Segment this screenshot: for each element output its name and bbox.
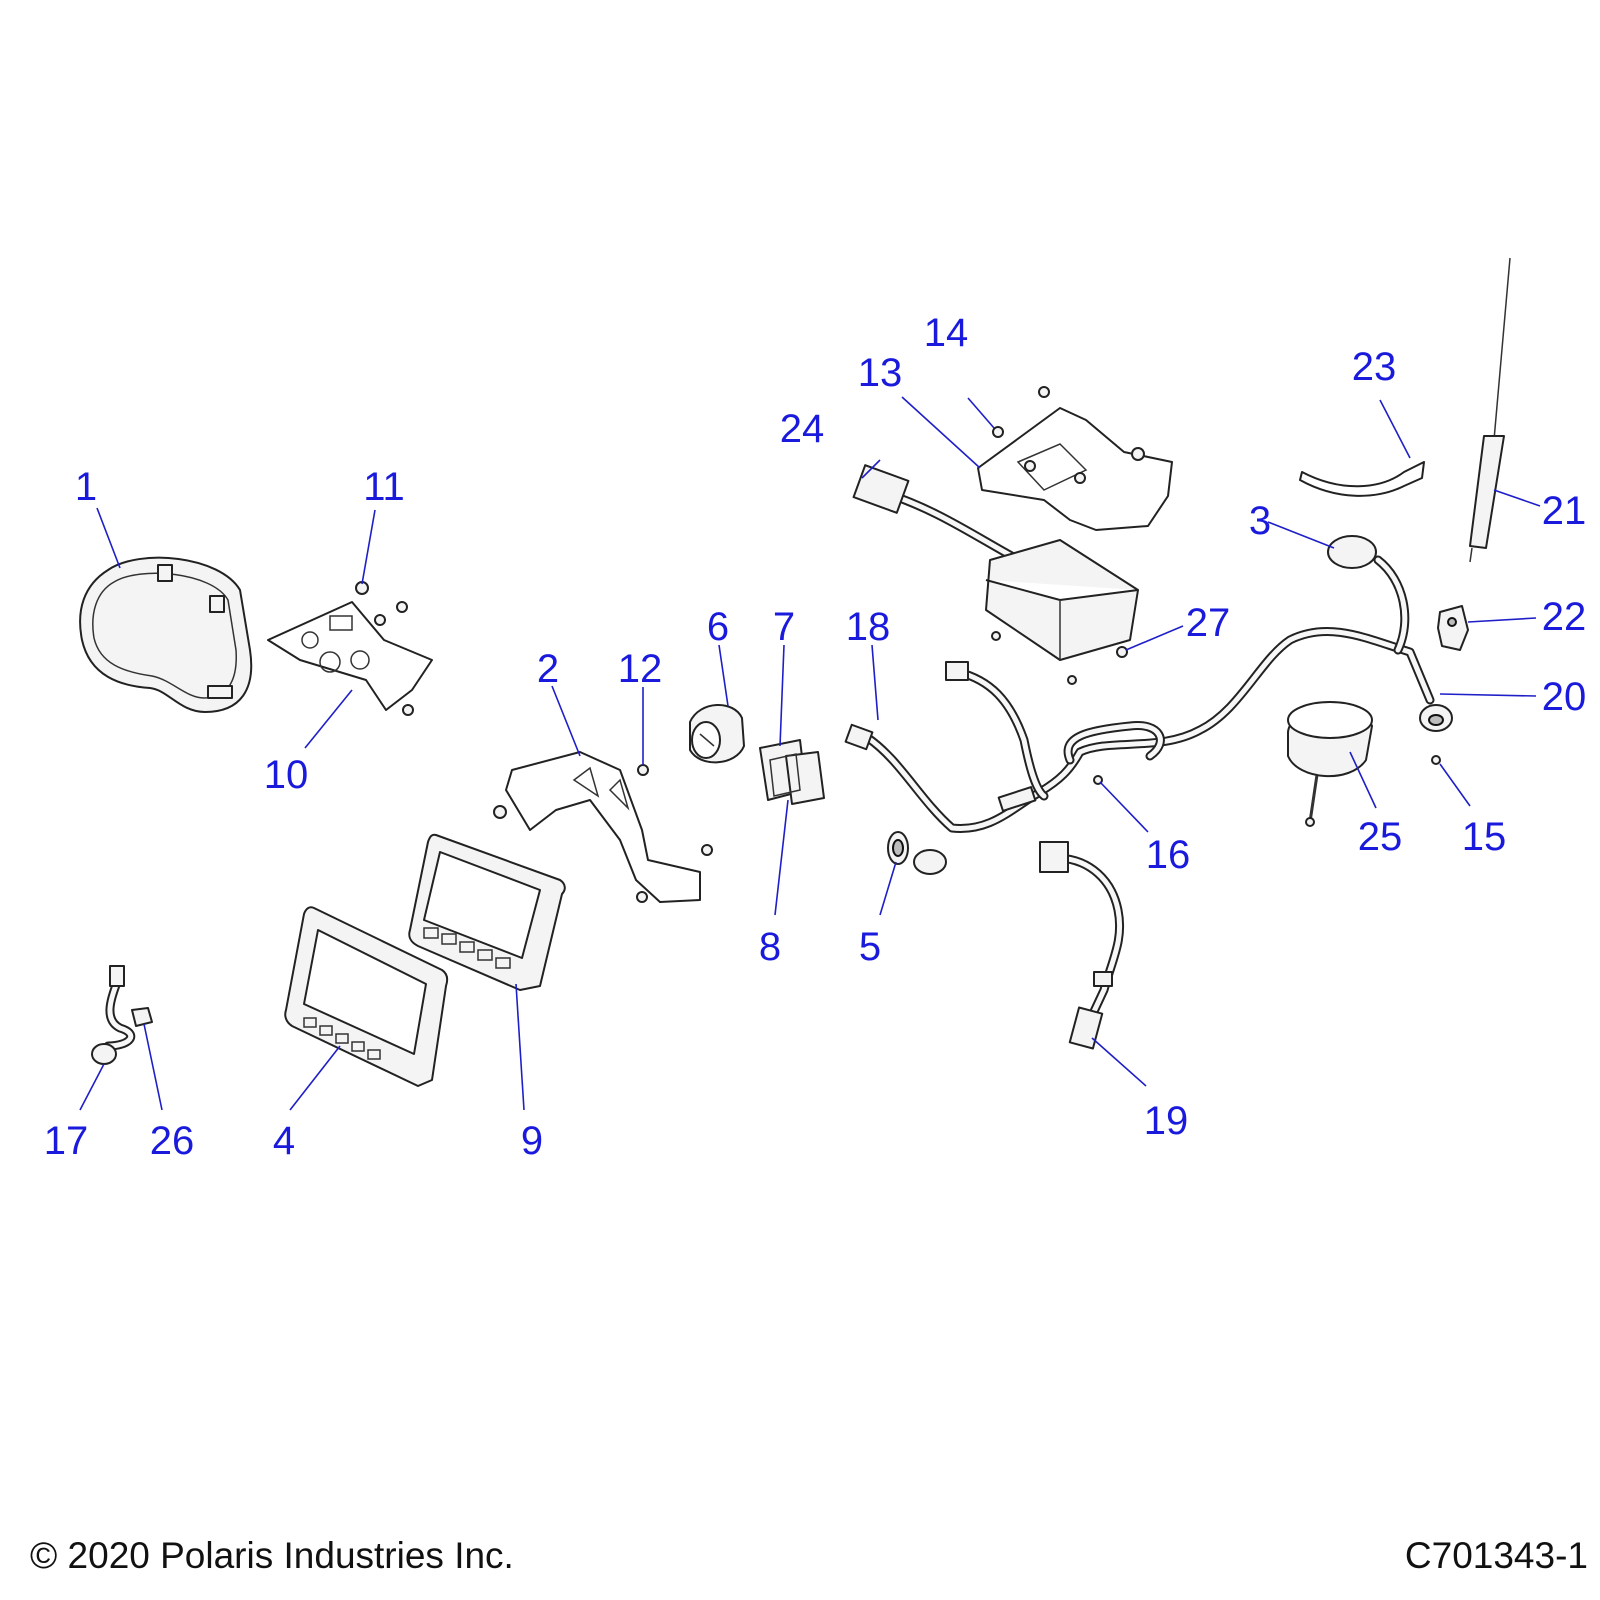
- callout-6: 6: [707, 605, 729, 649]
- callout-10: 10: [264, 753, 309, 797]
- screw-12: [637, 764, 649, 776]
- callout-13: 13: [858, 351, 903, 395]
- callout-3: 3: [1249, 499, 1271, 543]
- leader-lines: [79, 396, 1541, 1111]
- instrument-cluster: [79, 556, 253, 713]
- gps-antenna: [1327, 535, 1410, 655]
- callout-26: 26: [150, 1119, 195, 1163]
- callout-27: 27: [1186, 601, 1231, 645]
- callout-17: 17: [44, 1119, 89, 1163]
- callout-9: 9: [521, 1119, 543, 1163]
- small-harness: [91, 965, 153, 1065]
- antenna-base: [1437, 605, 1469, 651]
- callout-24: 24: [780, 407, 825, 451]
- callout-1: 1: [75, 465, 97, 509]
- connector-harness: [1039, 841, 1125, 1050]
- callout-22: 22: [1542, 595, 1587, 639]
- display-unit: [408, 833, 566, 991]
- nut-27: [1116, 646, 1128, 658]
- callout-12: 12: [618, 647, 663, 691]
- strap: [1299, 461, 1425, 497]
- radio-module: [852, 464, 1139, 685]
- callout-5: 5: [859, 925, 881, 969]
- callout-23: 23: [1352, 345, 1397, 389]
- callout-2: 2: [537, 647, 559, 691]
- callout-21: 21: [1542, 489, 1587, 533]
- callout-14: 14: [924, 311, 969, 355]
- display-mount-bracket: [493, 751, 713, 903]
- callout-18: 18: [846, 605, 891, 649]
- callout-7: 7: [773, 605, 795, 649]
- callout-11: 11: [363, 465, 405, 509]
- ignition-switch: [689, 704, 745, 764]
- power-outlet: [887, 831, 947, 875]
- drawing-number: C701343-1: [1404, 1535, 1588, 1576]
- callout-8: 8: [759, 925, 781, 969]
- display-bezel: [284, 906, 449, 1087]
- callout-25: 25: [1358, 815, 1403, 859]
- callouts: 1 11 10 2 12 6 7 8 18 5 24 13 14 23 3 21…: [44, 311, 1587, 1163]
- puck-antenna: [1287, 701, 1373, 827]
- antenna-mast: [1469, 257, 1511, 563]
- callout-19: 19: [1144, 1099, 1189, 1143]
- callout-4: 4: [273, 1119, 295, 1163]
- wire-harness: [844, 627, 1435, 833]
- callout-15: 15: [1462, 815, 1507, 859]
- callout-20: 20: [1542, 675, 1587, 719]
- screws-11: [355, 581, 414, 716]
- copyright-notice: © 2020 Polaris Industries Inc.: [30, 1535, 514, 1576]
- antenna-cable-end: [1419, 704, 1453, 765]
- cluster-bracket: [267, 601, 433, 711]
- callout-16: 16: [1146, 833, 1191, 877]
- radio-bracket: [977, 386, 1173, 531]
- rocker-switches: [759, 739, 825, 805]
